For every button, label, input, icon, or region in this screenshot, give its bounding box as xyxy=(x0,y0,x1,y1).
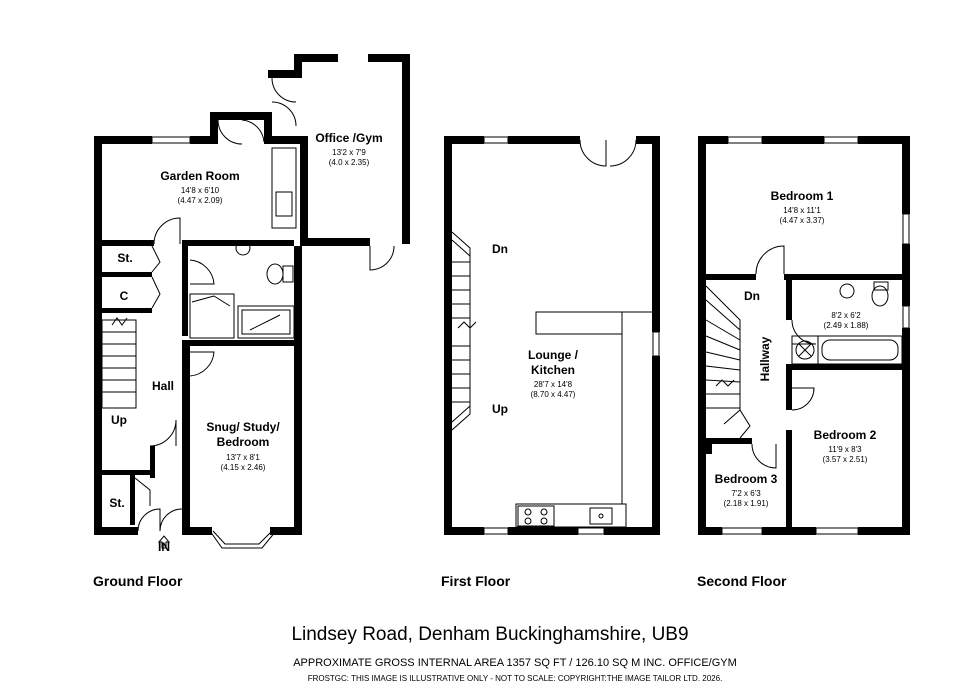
lounge-imperial: 28'7 x 14'8 xyxy=(533,380,573,389)
snug-label-line2: Bedroom xyxy=(216,435,270,449)
bedroom2-label: Bedroom 2 xyxy=(813,428,877,442)
bathroom-imperial: 8'2 x 6'2 xyxy=(831,311,861,320)
entrance-label: IN xyxy=(158,540,170,554)
office-gym-label: Office /Gym xyxy=(315,131,383,145)
first-floor-plan xyxy=(444,136,660,535)
ground-floor-title: Ground Floor xyxy=(93,573,183,589)
garden-room-imperial: 14'8 x 6'10 xyxy=(180,186,220,195)
bedroom3-metric: (2.18 x 1.91) xyxy=(723,499,769,508)
hall-label: Hall xyxy=(151,379,175,393)
gross-internal-area: APPROXIMATE GROSS INTERNAL AREA 1357 SQ … xyxy=(293,657,737,669)
bedroom1-label: Bedroom 1 xyxy=(770,189,834,203)
garden-room-metric: (4.47 x 2.09) xyxy=(177,196,223,205)
second-floor-title: Second Floor xyxy=(697,573,787,589)
bedroom1-imperial: 14'8 x 11'1 xyxy=(783,206,821,215)
ground-floor-plan xyxy=(94,54,410,549)
stairs-up-first: Up xyxy=(492,402,508,416)
stairs-dn-second: Dn xyxy=(744,289,760,303)
office-gym-imperial: 13'2 x 7'9 xyxy=(332,148,366,157)
cupboard-label: C xyxy=(119,289,129,303)
hallway-label: Hallway xyxy=(758,336,772,382)
bedroom1-metric: (4.47 x 3.37) xyxy=(779,216,825,225)
store-label-upper: St. xyxy=(117,251,133,265)
bedroom3-label: Bedroom 3 xyxy=(714,472,778,486)
snug-metric: (4.15 x 2.46) xyxy=(220,463,266,472)
garden-room-label: Garden Room xyxy=(160,169,240,183)
bedroom3-imperial: 7'2 x 6'3 xyxy=(731,489,761,498)
stairs-dn-first: Dn xyxy=(492,242,508,256)
second-floor-plan xyxy=(698,136,910,535)
bathroom-metric: (2.49 x 1.88) xyxy=(823,321,869,330)
bedroom2-metric: (3.57 x 2.51) xyxy=(822,455,868,464)
bedroom2-imperial: 11'9 x 8'3 xyxy=(828,445,862,454)
disclaimer: FROSTGC: THIS IMAGE IS ILLUSTRATIVE ONLY… xyxy=(307,674,723,683)
lounge-metric: (8.70 x 4.47) xyxy=(530,390,576,399)
office-gym-metric: (4.0 x 2.35) xyxy=(328,158,370,167)
lounge-label-line2: Kitchen xyxy=(530,363,576,377)
store-label-lower: St. xyxy=(109,496,125,510)
lounge-label-line1: Lounge / xyxy=(528,348,578,362)
property-address: Lindsey Road, Denham Buckinghamshire, UB… xyxy=(291,624,689,645)
snug-imperial: 13'7 x 8'1 xyxy=(226,453,260,462)
stairs-up-ground: Up xyxy=(111,413,127,427)
first-floor-title: First Floor xyxy=(441,573,511,589)
snug-label-line1: Snug/ Study/ xyxy=(206,420,280,434)
